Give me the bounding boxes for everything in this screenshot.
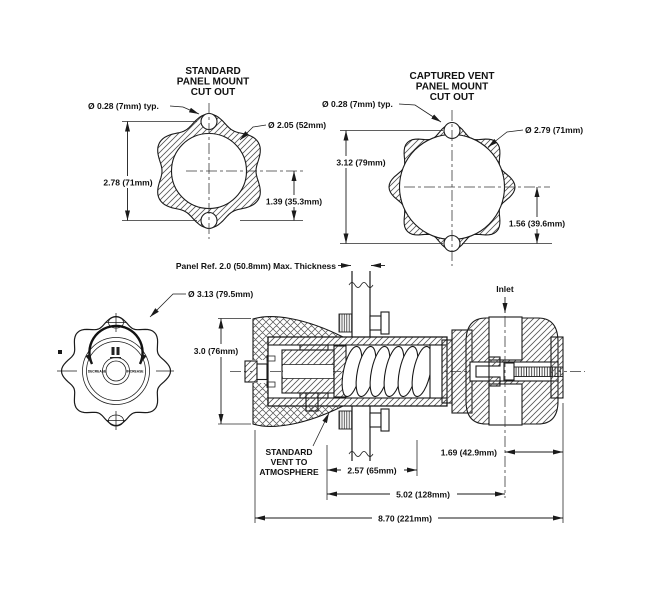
leader-line <box>169 105 200 115</box>
outlet-bore <box>488 383 523 426</box>
vent-to-panel-label: 2.57 (65mm) <box>347 466 396 476</box>
captured-center-to-hole-label: 1.56 (39.6mm) <box>509 219 565 229</box>
increase-label: INCREASE <box>126 370 144 374</box>
panel-bolt-shank-top <box>369 315 382 331</box>
adjusting-stem <box>244 360 258 383</box>
captured-cutout-title-2: PANEL MOUNT <box>416 82 488 93</box>
section-height-label: 3.0 (76mm) <box>194 346 239 356</box>
panel-break-top <box>348 282 374 288</box>
label-bg <box>504 217 570 229</box>
knob-edge-mark <box>58 350 62 354</box>
knob-screw-top <box>106 313 126 332</box>
panel-bolt-head-top <box>380 311 390 335</box>
knob-face-ring-outer <box>82 337 150 405</box>
knob-outline <box>60 315 172 427</box>
standard-cutout-view: 2.78 (71mm) 1.39 (35.3mm) Ø 0.28 (7mm) t… <box>88 66 326 239</box>
poppet <box>475 365 490 378</box>
overall-length-label: 8.70 (221mm) <box>378 514 432 524</box>
decrease-label: DECREASE <box>88 370 107 374</box>
spring <box>341 345 433 398</box>
knob-screw-bottom <box>106 411 126 430</box>
spring-seat <box>429 344 443 399</box>
guide-tab-top <box>299 344 329 351</box>
standard-cutout-title-2: PANEL MOUNT <box>177 77 249 88</box>
vent-screw <box>305 392 319 412</box>
bonnet-wall-bottom <box>267 397 448 407</box>
piston-plate <box>441 339 453 404</box>
seat-top <box>488 356 501 367</box>
captured-hole-dia-label: Ø 0.28 (7mm) typ. <box>322 99 393 109</box>
knob-dia-label: Ø 3.13 (79.5mm) <box>188 289 253 299</box>
panel-nut-bottom <box>338 410 353 430</box>
label-bg <box>262 195 326 207</box>
leader-line <box>312 412 330 447</box>
leader-line <box>239 124 267 141</box>
standard-hole-dia-label: Ø 0.28 (7mm) typ. <box>88 101 159 111</box>
leader-line <box>487 129 524 148</box>
knob-to-inlet-label: 5.02 (128mm) <box>396 490 450 500</box>
label-bg <box>372 511 438 525</box>
section-view: Inlet Panel Ref. 2.0 (50.8mm) Max. Thick… <box>176 261 585 525</box>
label-bg <box>341 463 404 477</box>
knob-front-view: DECREASE INCREASE Ø 3.13 (79.5mm) <box>57 289 253 430</box>
standard-cutout-title-1: STANDARD <box>185 66 240 77</box>
panel-ref-label: Panel Ref. 2.0 (50.8mm) Max. Thickness <box>176 261 336 271</box>
rotation-arrow <box>85 324 147 365</box>
label-bg <box>100 176 157 188</box>
panel-break-bottom <box>348 451 374 457</box>
leader-line <box>149 293 186 318</box>
knob-hub-ring <box>102 357 130 385</box>
captured-cutout-title-3: CUT OUT <box>430 92 474 103</box>
captured-bolt-spacing-label: 3.12 (79mm) <box>336 158 385 168</box>
stem-nut <box>256 363 268 381</box>
standard-bore-dia-label: Ø 2.05 (52mm) <box>268 120 326 130</box>
inlet-to-end-label: 1.69 (42.9mm) <box>441 448 497 458</box>
label-bg <box>333 156 389 168</box>
leader-line <box>398 103 442 123</box>
stem-clip-top <box>266 355 276 362</box>
inlet-label: Inlet <box>496 284 514 294</box>
inlet-bore <box>488 316 523 361</box>
captured-bore-dia-label: Ø 2.79 (71mm) <box>525 125 583 135</box>
screw-bore <box>283 364 333 379</box>
label-bg <box>390 487 457 501</box>
captured-cutout-view: 3.12 (79mm) 1.56 (39.6mm) Ø 0.28 (7mm) t… <box>322 71 583 266</box>
panel-nut-top <box>338 313 353 333</box>
bonnet-wall-top <box>267 336 448 346</box>
brand-mark <box>110 347 121 359</box>
stem-hex-nut <box>503 362 515 381</box>
vent-label-1: STANDARD <box>265 447 312 457</box>
standard-bolt-spacing-label: 2.78 (71mm) <box>103 178 152 188</box>
vent-label-3: ATMOSPHERE <box>259 467 319 477</box>
panel-bolt-shank-bottom <box>369 412 382 428</box>
standard-center-to-hole-label: 1.39 (35.3mm) <box>266 197 322 207</box>
standard-cutout-title-3: CUT OUT <box>191 87 235 98</box>
knob-hub-hole <box>105 360 127 382</box>
stem-clip-bottom <box>266 381 276 388</box>
panel-bolt-head-bottom <box>380 408 390 432</box>
captured-cutout-title-1: CAPTURED VENT <box>409 71 494 82</box>
end-plate <box>550 336 564 399</box>
knob-face-ring-inner <box>86 341 146 401</box>
label-bg <box>192 344 242 357</box>
vent-label-2: VENT TO <box>271 457 308 467</box>
seat-bottom <box>488 376 501 387</box>
